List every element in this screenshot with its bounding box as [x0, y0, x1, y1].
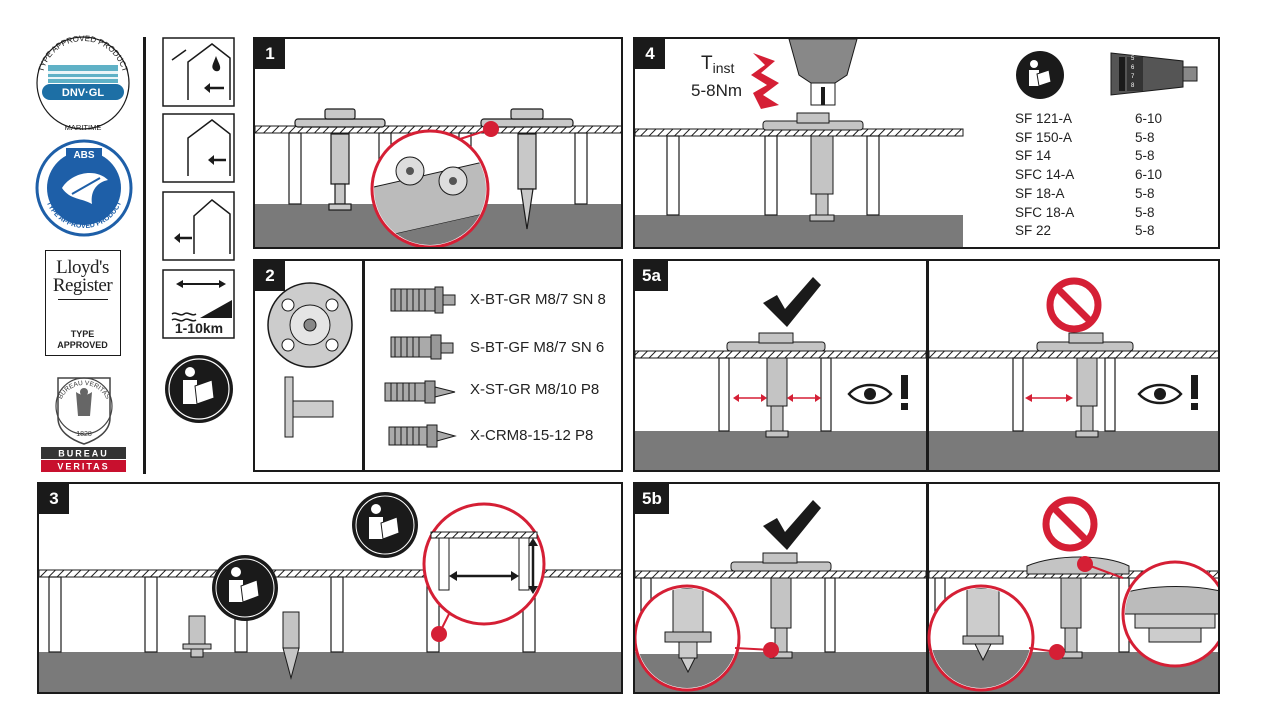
step-4-number: 4 — [635, 39, 665, 69]
step-2-number: 2 — [255, 261, 285, 291]
step-5b-illustration — [635, 496, 1218, 692]
torque-model: SF 121-A — [1015, 111, 1073, 126]
abs-name: ABS — [73, 150, 94, 161]
torque-range: 5-8Nm — [691, 81, 743, 100]
bv-band2: VERITAS — [57, 462, 109, 472]
torque-symbol: Tinst — [701, 53, 735, 76]
bv-ring-text: BUREAU VERITAS — [57, 380, 112, 401]
torque-row: SFC 18-A 5-8 — [1015, 204, 1162, 223]
step-4-illustration — [635, 39, 1198, 247]
anchor-label-3: X-ST-GR M8/10 P8 — [470, 381, 600, 398]
lloyds-register-logo: Lloyd's Register TYPE APPROVED — [45, 250, 121, 356]
torque-value: 6-10 — [1135, 167, 1163, 183]
step-3-panel: 3 — [37, 482, 623, 694]
dnv-name: DNV·GL — [62, 87, 104, 99]
prohibited-icon — [1046, 277, 1102, 333]
torque-model: SFC 18-A — [1015, 204, 1075, 220]
torque-row: SF 14 5-8 — [1015, 147, 1162, 166]
torque-row: SF 22 5-8 — [1015, 222, 1162, 241]
step-5a-panel: 5a — [633, 259, 1220, 472]
step-5b-number: 5b — [635, 484, 669, 514]
lloyds-type: TYPE — [70, 329, 95, 339]
step-4-panel: 4 Tinst 5-8Nm — [633, 37, 1220, 249]
anchor-label-1: X-BT-GR M8/7 SN 8 — [470, 291, 606, 308]
step-1-number: 1 — [255, 39, 285, 69]
step-3-illustration — [39, 492, 621, 692]
dnv-arc-text: TYPE APPROVED PRODUCT — [36, 34, 129, 73]
step-5a-divider — [926, 261, 929, 470]
check-icon — [763, 277, 821, 327]
torque-value: 5-8 — [1135, 185, 1155, 201]
step-5a-number: 5a — [635, 261, 668, 291]
lloyds-approved: APPROVED — [57, 340, 108, 350]
svg-text:TYPE APPROVED PRODUCT: TYPE APPROVED PRODUCT — [45, 200, 124, 230]
clutch-mark-4: 8 — [1131, 83, 1135, 89]
step-2-illustration — [267, 282, 457, 448]
check-icon — [763, 500, 821, 550]
torque-table: SF 121-A 6-10 SF 150-A 5-8 SF 14 5-8 SFC 14… — [1015, 110, 1162, 241]
step-2-divider — [362, 261, 365, 470]
torque-model: SF 150-A — [1015, 129, 1073, 145]
anchor-label-4: X-CRM8-15-12 P8 — [470, 427, 594, 444]
torque-value: 5-8 — [1135, 148, 1155, 164]
torque-value: 5-8 — [1135, 204, 1155, 220]
torque-row: SFC 14-A 6-10 — [1015, 166, 1162, 185]
bv-year: 1828 — [76, 431, 92, 438]
torque-model: SF 14 — [1015, 148, 1052, 164]
torque-value: 5-8 — [1135, 223, 1155, 239]
torque-value: 5-8 — [1135, 129, 1155, 145]
torque-t: T — [701, 53, 713, 74]
torque-row: SF 150-A 5-8 — [1015, 129, 1162, 148]
torque-subscript: inst — [712, 60, 735, 76]
torque-model: SFC 14-A — [1015, 167, 1075, 183]
bv-band1: BUREAU — [58, 449, 109, 459]
step-2-panel: 2 — [253, 259, 623, 472]
clutch-mark-3: 7 — [1131, 74, 1135, 80]
distance-label: 1-10km — [174, 320, 224, 336]
torque-model: SF 22 — [1015, 223, 1052, 239]
lloyds-line1: Lloyd's — [56, 257, 109, 278]
step-5b-divider — [926, 484, 929, 692]
abs-ring-text: TYPE APPROVED PRODUCT — [45, 200, 124, 230]
torque-row: SF 18-A 5-8 — [1015, 185, 1162, 204]
step-1-illustration — [255, 108, 621, 247]
torque-model: SF 18-A — [1015, 185, 1065, 201]
anchor-label-2: S-BT-GF M8/7 SN 6 — [470, 339, 605, 356]
step-5a-illustration — [635, 277, 1218, 470]
dnv-maritime: MARITIME — [65, 123, 102, 132]
svg-text:BUREAU VERITAS: BUREAU VERITAS — [57, 380, 112, 401]
step-1-panel: 1 — [253, 37, 623, 249]
svg-text:TYPE APPROVED PRODUCT: TYPE APPROVED PRODUCT — [36, 34, 129, 73]
prohibited-icon — [1042, 496, 1098, 552]
clutch-mark-2: 6 — [1131, 65, 1135, 71]
step-5b-panel: 5b — [633, 482, 1220, 694]
step-3-number: 3 — [39, 484, 69, 514]
clutch-mark-1: 5 — [1131, 56, 1135, 62]
torque-value: 6-10 — [1135, 111, 1163, 126]
logo-divider — [143, 37, 146, 474]
torque-row: SF 121-A 6-10 — [1015, 110, 1162, 129]
lloyds-line2: Register — [52, 275, 113, 296]
